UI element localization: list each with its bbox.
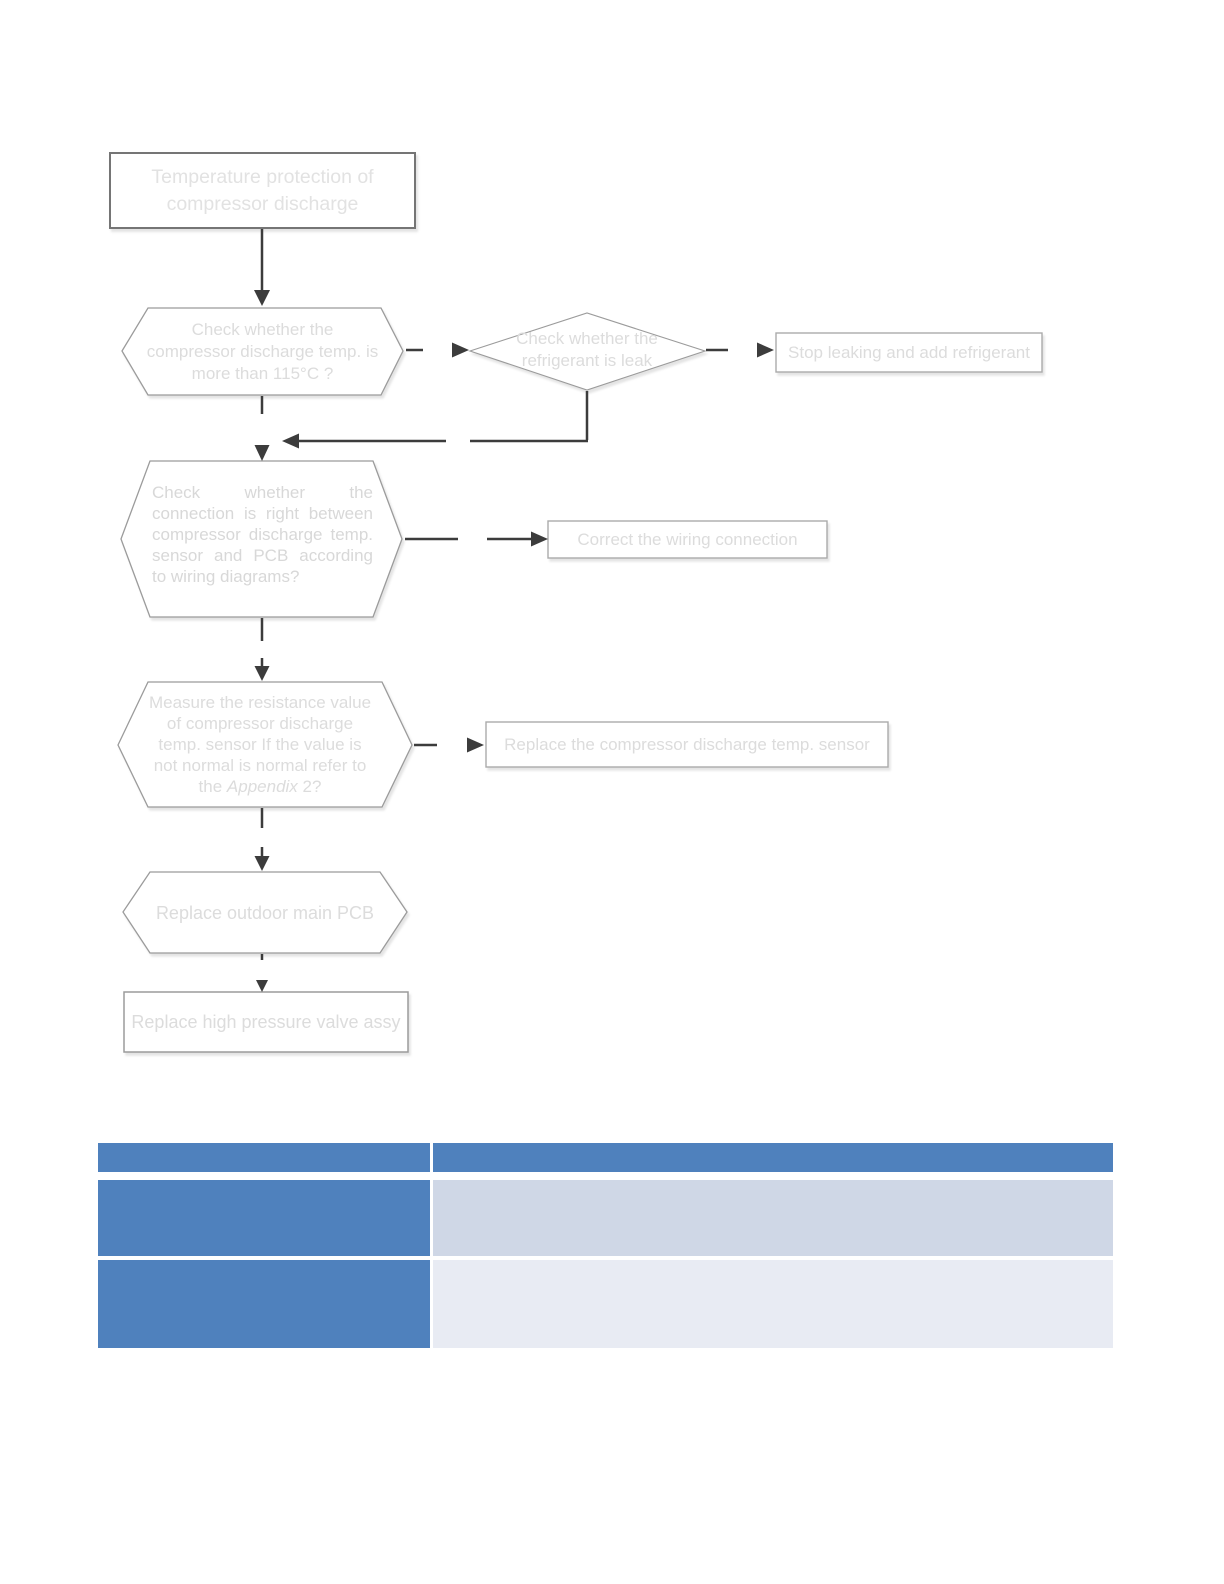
table-header-cell-left [98, 1143, 430, 1172]
correct-wiring-label: Correct the wiring connection [577, 529, 798, 549]
hex3-tail-pre: the [198, 777, 227, 796]
step-hex-replace-main-pcb [122, 871, 408, 954]
arrow-down-icon [254, 445, 270, 461]
decision-hex-measure-resistance [117, 681, 413, 808]
arrow-down-icon [254, 856, 270, 871]
arrow-right-icon [452, 342, 469, 358]
hex3-tail-post: 2? [297, 777, 322, 796]
arrow-right-icon [531, 531, 548, 547]
arrow-right-icon [757, 342, 774, 358]
hex2-line: sensor and PCB according [152, 546, 373, 565]
start-box [109, 152, 416, 229]
arrow-left-icon [282, 433, 299, 449]
start-box-label: Temperature protection of compressor dis… [151, 165, 374, 215]
decision-diamond-refrigerant-leak [468, 312, 707, 391]
table-row1-value-cell [433, 1180, 1113, 1256]
stop-leaking-label: Stop leaking and add refrigerant [788, 342, 1030, 362]
arrow-down-icon [254, 666, 270, 681]
decision-hex2-label: Check whether the connection is right be… [152, 482, 373, 587]
action-box-replace-sensor [485, 721, 889, 768]
decision-diamond-label: Check whether the refrigerant is leak [516, 329, 658, 370]
arrow-down-icon [254, 290, 270, 306]
arrow-down-icon [256, 980, 268, 992]
table-row1-label-cell [98, 1180, 430, 1256]
table-row2-label-cell [98, 1260, 430, 1348]
hex2-line: Check whether the [152, 483, 373, 502]
table-row2-value-cell [433, 1260, 1113, 1348]
decision-hex3-label: Measure the resistance value of compress… [130, 682, 390, 807]
replace-pcb-label: Replace outdoor main PCB [155, 902, 375, 923]
action-box-correct-wiring [547, 520, 828, 559]
table-header-cell-right [433, 1143, 1113, 1172]
flowchart-canvas [109, 152, 1043, 1053]
replace-sensor-label: Replace the compressor discharge temp. s… [504, 734, 870, 754]
hex2-line: connection is right between [152, 504, 373, 523]
hex2-line: to wiring diagrams? [152, 567, 300, 586]
hex2-line: compressor discharge temp. [152, 525, 373, 544]
end-box-replace-valve [123, 991, 409, 1053]
hex3-main-text: Measure the resistance value of compress… [148, 693, 372, 775]
decision-hex-wiring-connection [120, 460, 403, 618]
action-box-stop-leaking [775, 332, 1043, 373]
connector-arrows [254, 229, 774, 992]
hex3-tail-italic: Appendix [226, 777, 298, 796]
arrow-right-icon [467, 737, 484, 753]
replace-valve-label: Replace high pressure valve assy [131, 1012, 401, 1032]
decision-hex-compressor-temp [121, 307, 404, 396]
decision-hex1-label: Check whether the compressor discharge t… [146, 319, 379, 383]
hex3-tail-text: the Appendix 2? [199, 776, 322, 797]
